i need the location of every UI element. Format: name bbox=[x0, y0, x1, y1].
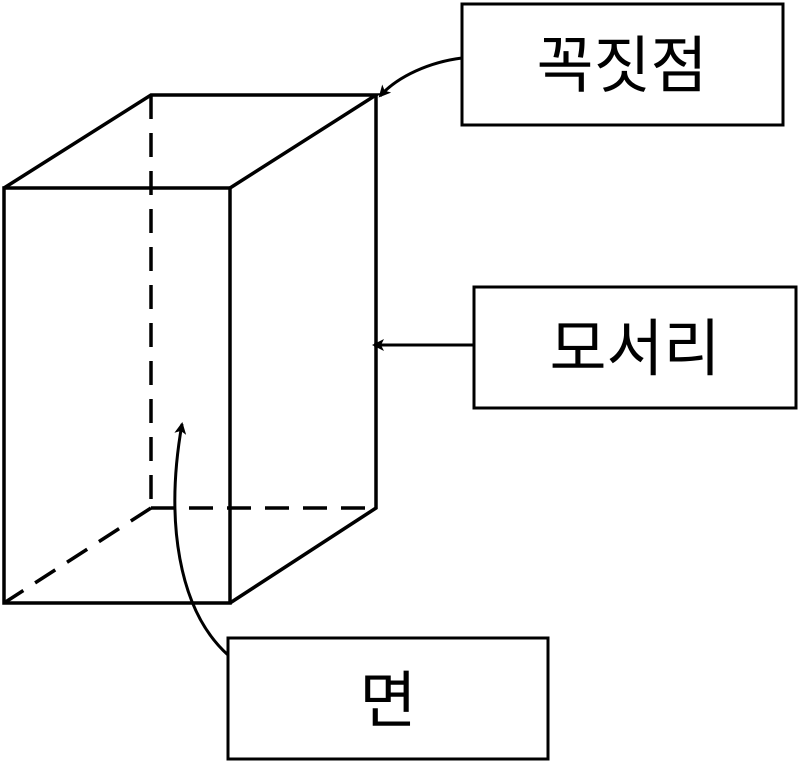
top-face bbox=[3, 93, 383, 190]
front-face bbox=[2, 186, 232, 605]
edge-label: 모서리 bbox=[549, 312, 720, 385]
right-face bbox=[229, 95, 378, 605]
vertex-label-box: 꼭짓점 bbox=[460, 2, 785, 127]
face-label: 면 bbox=[359, 664, 416, 737]
hidden-edge-diagonal bbox=[3, 506, 152, 605]
edge-label-box: 모서리 bbox=[472, 285, 798, 410]
vertex-arrow bbox=[378, 56, 463, 98]
face-arrow bbox=[173, 422, 230, 657]
vertex-label: 꼭짓점 bbox=[536, 29, 707, 102]
prism bbox=[2, 93, 383, 605]
face-label-box: 면 bbox=[226, 636, 550, 761]
